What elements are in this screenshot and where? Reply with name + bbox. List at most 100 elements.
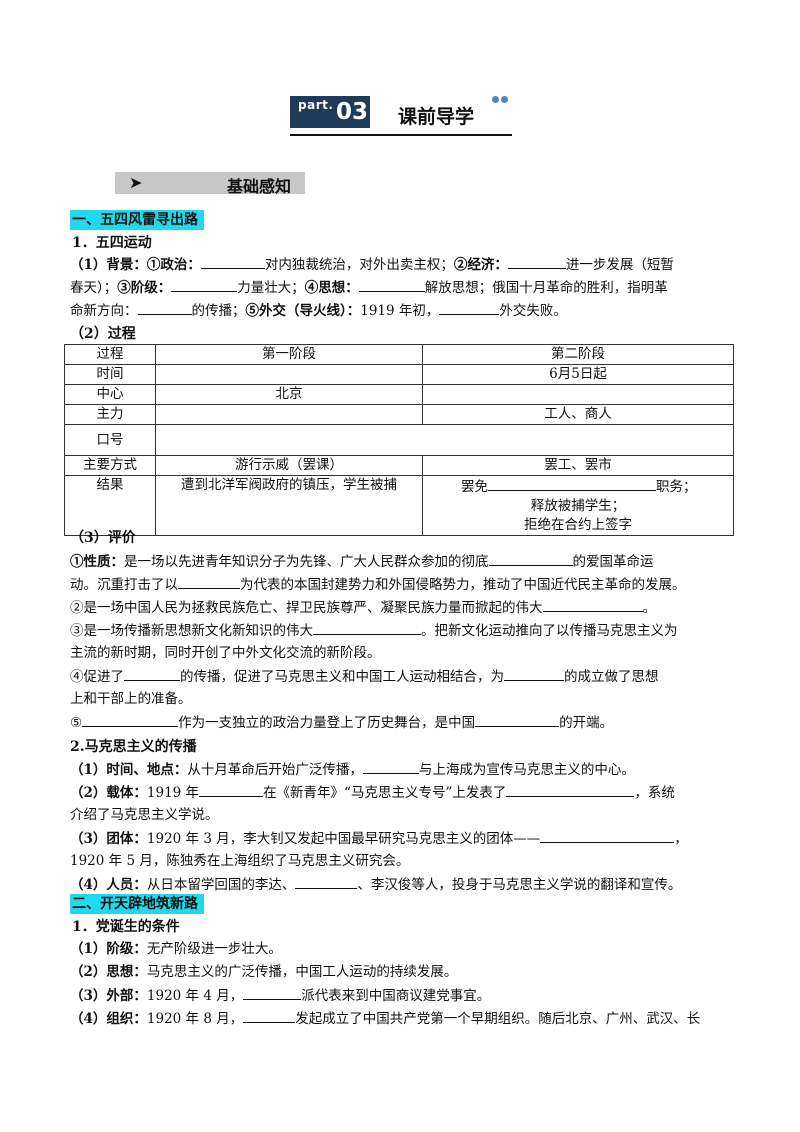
text: 进一步发展（短暂 — [565, 257, 674, 273]
blank[interactable] — [199, 782, 264, 797]
table-row: 主要方式 游行示威（罢课） 罢工、罢市 — [64, 455, 734, 476]
text: 外交失败。 — [499, 303, 567, 319]
text: 1920 年 8 月， — [146, 1011, 244, 1027]
heading-may-fourth: 1．五四运动 — [72, 235, 152, 251]
blank[interactable] — [295, 874, 358, 889]
text: ⑤ — [70, 715, 83, 731]
text: 发起成立了中国共产党第一个早期组织。随后北京、广州、武汉、长 — [295, 1011, 701, 1027]
table-cell — [422, 384, 734, 405]
text: 1919 年初， — [360, 303, 440, 319]
text: 派代表来到中国商议建党事宜。 — [301, 988, 491, 1004]
label: （2）思想： — [70, 964, 147, 980]
table-row: 口号 — [64, 424, 734, 456]
blank[interactable] — [137, 300, 192, 315]
blank[interactable] — [506, 782, 635, 797]
blank[interactable] — [82, 712, 179, 727]
label: （4）人员： — [70, 877, 147, 893]
text: ，系统 — [634, 785, 675, 801]
blank[interactable] — [439, 300, 500, 315]
text: 作为一支独立的政治力量登上了历史舞台，是中国 — [178, 715, 476, 731]
blank[interactable] — [504, 666, 564, 681]
blank[interactable] — [540, 828, 675, 843]
blank[interactable] — [475, 712, 560, 727]
text: ④促进了 — [70, 669, 124, 685]
process-table: 过程 第一阶段 第二阶段 时间 6月5日起 中心 北京 主力 工人、商人 口号 … — [64, 344, 734, 536]
subheader-title: 基础感知 — [227, 177, 292, 196]
table-cell — [155, 404, 423, 425]
eval-line: ⑤ 作为一支独立的政治力量登上了历史舞台，是中国 的开端。 — [70, 712, 734, 734]
table-cell — [155, 424, 734, 456]
decorative-dots-icon — [492, 96, 512, 106]
text: 1920 年 4 月， — [146, 988, 244, 1004]
text: 无产阶级进一步壮大。 — [146, 941, 282, 957]
text: 、李汉俊等人，投身于马克思主义学说的翻译和宣传。 — [357, 877, 682, 893]
blank[interactable] — [200, 254, 265, 269]
text: 在《新青年》“马克思主义专号”上发表了 — [263, 785, 507, 801]
text: 春天）； — [70, 280, 118, 296]
table-cell: 主力 — [64, 404, 156, 425]
blank[interactable] — [313, 620, 421, 635]
table-cell: 罢免职务； 释放被捕学生； 拒绝在合约上签字 — [422, 475, 734, 536]
section-2-title: 二、开天辟地筑新路 — [70, 894, 204, 914]
text: 的开端。 — [559, 715, 614, 731]
blank[interactable] — [362, 759, 419, 774]
background-line-2: 春天）；③阶级：力量壮大；④思想：解放思想；俄国十月革命的胜利，指明革 — [70, 277, 734, 299]
text: 罢免 — [461, 479, 488, 495]
text: 从日本留学回国的李达、 — [146, 877, 296, 893]
text: ， — [674, 831, 688, 847]
blank[interactable] — [507, 254, 566, 269]
evaluation-label: （3）评价 — [70, 530, 136, 546]
table-cell: 第一阶段 — [155, 344, 423, 365]
arrow-icon: ➤ — [129, 173, 143, 192]
label: ⑤外交（导火线）： — [245, 303, 361, 319]
marxism-line: （4）人员：从日本留学回国的李达、 、李汉俊等人，投身于马克思主义学说的翻译和宣传… — [70, 874, 734, 896]
blank[interactable] — [171, 277, 238, 292]
table-cell: 口号 — [64, 424, 156, 456]
section-header: part. 03 课前导学 — [290, 96, 512, 138]
eval-line: ①性质：是一场以先进青年知识分子为先锋、广大人民群众参加的彻底的爱国革命运 — [70, 551, 734, 573]
table-cell: 结果 — [64, 475, 156, 536]
blank[interactable] — [243, 985, 302, 1000]
eval-line: ③是一场传播新思想新文化新知识的伟大。把新文化运动推向了以传播马克思主义为 — [70, 620, 734, 642]
label: （1）背景： — [70, 257, 147, 273]
text: 的爱国革命运 — [572, 554, 654, 570]
part-label: part. — [298, 98, 334, 112]
blank[interactable] — [124, 666, 180, 681]
condition-line: （4）组织：1920 年 8 月，发起成立了中国共产党第一个早期组织。随后北京、… — [70, 1008, 734, 1030]
text: 的传播； — [191, 303, 246, 319]
marxism-line: （3）团体：1920 年 3 月，李大钊又发起中国最早研究马克思主义的团体—— ， — [70, 828, 734, 850]
result-line: 释放被捕学生； — [530, 498, 626, 514]
text: 动。沉重打击了以 — [70, 577, 178, 593]
table-row: 过程 第一阶段 第二阶段 — [64, 344, 734, 365]
table-cell: 过程 — [64, 344, 156, 365]
text: 。 — [642, 600, 657, 616]
text: 职务； — [656, 479, 697, 495]
blank[interactable] — [178, 574, 240, 589]
text: 从十月革命后开始广泛传播， — [187, 762, 363, 778]
condition-line: （2）思想：马克思主义的广泛传播，中国工人运动的持续发展。 — [70, 962, 734, 983]
label: （3）团体： — [70, 831, 147, 847]
eval-line: ④促进了的传播，促进了马克思主义和中国工人运动相结合，为的成立做了思想 — [70, 666, 734, 688]
text: 1920 年 3 月，李大钊又发起中国最早研究马克思主义的团体—— — [146, 831, 541, 847]
header-underline — [290, 134, 512, 136]
eval-line: 动。沉重打击了以为代表的本国封建势力和外国侵略势力，推动了中国近代民主革命的发展… — [70, 574, 734, 596]
label: （2）载体： — [70, 785, 147, 801]
blank[interactable] — [488, 476, 656, 491]
blank[interactable] — [243, 1008, 296, 1023]
table-row: 主力 工人、商人 — [64, 404, 734, 425]
blank[interactable] — [358, 277, 425, 292]
blank[interactable] — [542, 597, 643, 612]
marxism-line: 1920 年 5 月，陈独秀在上海组织了马克思主义研究会。 — [70, 853, 410, 869]
text: 的成立做了思想 — [564, 669, 659, 685]
text: 马克思主义的广泛传播，中国工人运动的持续发展。 — [146, 964, 458, 980]
text: 是一场以先进青年知识分子为先锋、广大人民群众参加的彻底 — [124, 554, 489, 570]
label: （3）外部： — [70, 988, 147, 1004]
eval-line: ②是一场中国人民为拯救民族危亡、捍卫民族尊严、凝聚民族力量而掀起的伟大。 — [70, 597, 734, 619]
text: 与上海成为宣传马克思主义的中心。 — [418, 762, 635, 778]
label: （1）阶级： — [70, 941, 147, 957]
table-cell: 时间 — [64, 364, 156, 385]
part-badge — [290, 96, 370, 128]
table-row: 结果 遭到北洋军阀政府的镇压，学生被捕 罢免职务； 释放被捕学生； 拒绝在合约上… — [64, 475, 734, 536]
blank[interactable] — [488, 551, 573, 566]
